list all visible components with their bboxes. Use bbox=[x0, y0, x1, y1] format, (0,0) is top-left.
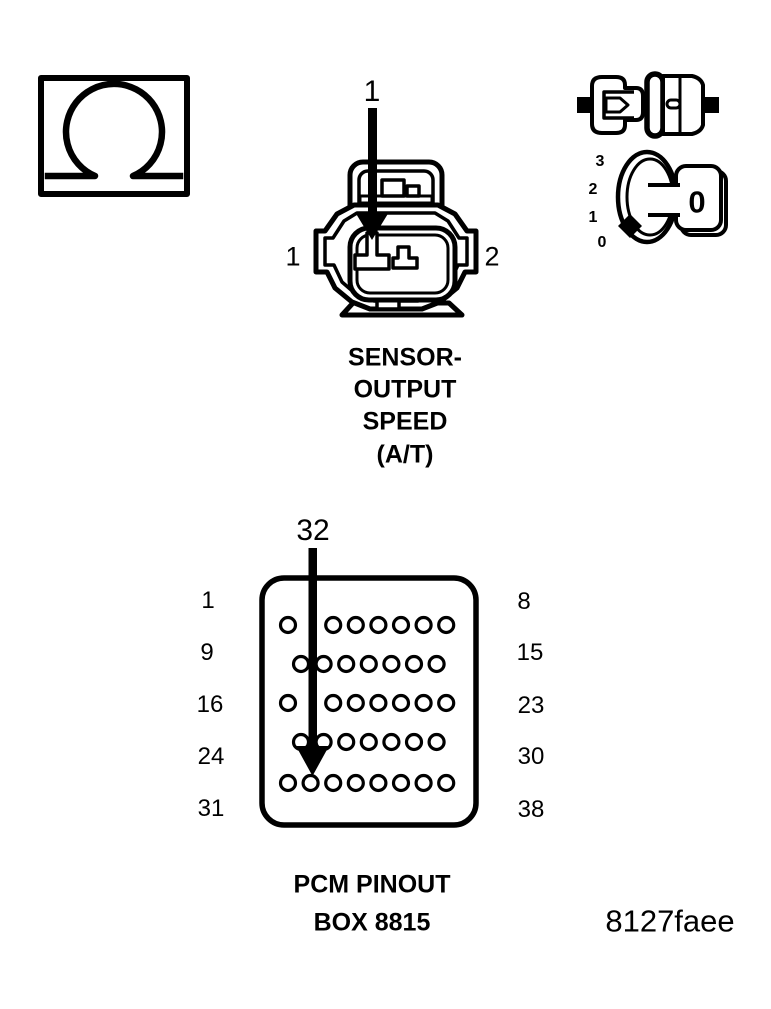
pcm-connector-drawing bbox=[259, 548, 479, 828]
pcm-row-left-label: 1 bbox=[201, 587, 215, 614]
pcm-pin bbox=[414, 693, 433, 713]
pointer-arrow-1 bbox=[355, 108, 389, 240]
pcm-pin bbox=[324, 615, 343, 635]
pcm-pin bbox=[404, 654, 424, 674]
pcm-pin-grid bbox=[278, 615, 456, 793]
pcm-pin bbox=[278, 693, 298, 713]
pcm-caption-line: BOX 8815 bbox=[313, 908, 431, 937]
pcm-row-right-label: 15 bbox=[516, 639, 544, 666]
dial-scale-label: 2 bbox=[588, 181, 598, 198]
pcm-pin bbox=[346, 615, 365, 635]
terminal-1 bbox=[353, 231, 391, 271]
dial-display-value: 0 bbox=[688, 184, 706, 220]
sensor-caption-line: SPEED bbox=[362, 407, 448, 436]
pcm-pin bbox=[369, 615, 388, 635]
pcm-pin bbox=[414, 615, 433, 635]
pcm-pin bbox=[382, 732, 401, 752]
ohmmeter-symbol-icon bbox=[38, 75, 190, 197]
pcm-row-left-label: 24 bbox=[197, 743, 225, 770]
connector-pin-1-label: 1 bbox=[285, 241, 301, 272]
arrow-32-label: 32 bbox=[296, 514, 330, 547]
pcm-pin bbox=[437, 693, 456, 713]
sensor-caption-line: SENSOR- bbox=[348, 343, 462, 372]
sensor-caption-line: (A/T) bbox=[376, 440, 434, 469]
pcm-pin bbox=[382, 654, 401, 674]
dial-icon bbox=[615, 149, 728, 245]
pcm-pin bbox=[359, 654, 378, 674]
pcm-pin bbox=[324, 693, 343, 713]
figure-code: 8127faee bbox=[605, 903, 735, 939]
pcm-row-left-label: 9 bbox=[200, 639, 214, 666]
pcm-pin bbox=[291, 654, 311, 674]
pcm-pin bbox=[337, 732, 356, 752]
pcm-pin bbox=[391, 693, 411, 713]
pcm-pin bbox=[346, 773, 365, 793]
pcm-pin bbox=[369, 773, 388, 793]
pcm-pin bbox=[404, 732, 424, 752]
dial-scale-label: 1 bbox=[588, 209, 598, 226]
pcm-pin bbox=[301, 773, 320, 793]
connector-pin-2-label: 2 bbox=[484, 241, 500, 272]
pcm-row-right-label: 38 bbox=[517, 796, 545, 823]
pcm-pin bbox=[437, 773, 456, 793]
pcm-pin bbox=[427, 732, 446, 752]
pcm-row-right-label: 23 bbox=[517, 692, 545, 719]
pcm-pin bbox=[391, 615, 411, 635]
pcm-pin bbox=[278, 615, 298, 635]
sensor-connector-drawing bbox=[313, 159, 479, 318]
arrow-1-label: 1 bbox=[363, 75, 381, 108]
pcm-pin bbox=[391, 773, 411, 793]
dial-marker-icon bbox=[618, 214, 642, 238]
pcm-pin bbox=[278, 773, 298, 793]
pcm-pin bbox=[437, 615, 456, 635]
pointer-arrow-32 bbox=[296, 548, 329, 776]
pcm-row-right-label: 8 bbox=[517, 588, 531, 615]
pcm-row-left-label: 16 bbox=[196, 691, 224, 718]
pcm-pin bbox=[359, 732, 378, 752]
pcm-pin bbox=[314, 654, 333, 674]
sensor-caption-line: OUTPUT bbox=[353, 375, 457, 404]
dial-scale-label: 3 bbox=[595, 153, 605, 170]
pcm-pin bbox=[427, 654, 446, 674]
pcm-pin bbox=[337, 654, 356, 674]
pcm-pin bbox=[369, 693, 388, 713]
terminal-2 bbox=[391, 245, 419, 270]
pcm-row-left-label: 31 bbox=[197, 795, 225, 822]
dial-scale-label: 0 bbox=[597, 234, 607, 251]
disconnect-connectors-icon bbox=[577, 71, 719, 139]
pcm-pin bbox=[414, 773, 433, 793]
pcm-row-right-label: 30 bbox=[517, 743, 545, 770]
pcm-pin bbox=[346, 693, 365, 713]
pcm-pin bbox=[324, 773, 343, 793]
pcm-caption-line: PCM PINOUT bbox=[293, 870, 451, 899]
